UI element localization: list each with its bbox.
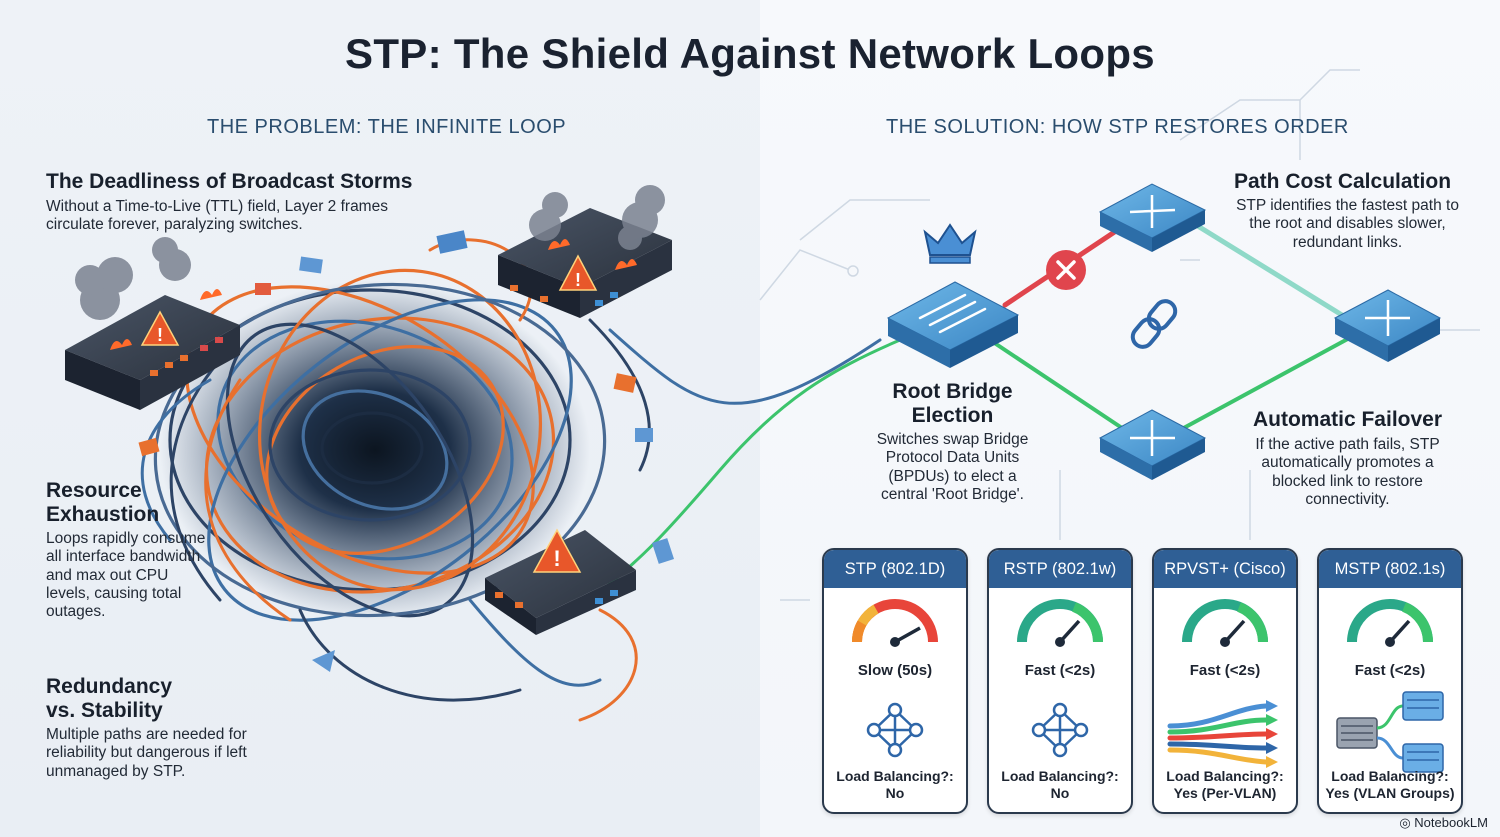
brand-text: NotebookLM [1414,815,1488,830]
problem-heading: THE PROBLEM: THE INFINITE LOOP [207,116,567,138]
load-balancing-label: Load Balancing?: [1166,768,1284,784]
resource-exhaustion-title: Resource Exhaustion [46,479,160,526]
svg-text:!: ! [553,546,560,571]
speedometer-fast-icon [1167,599,1278,768]
load-balancing-value: No [1050,784,1070,801]
overheating-switch-bottom: ! [485,528,636,635]
load-balancing-label: Load Balancing?: [836,768,954,784]
card-speed: Fast (<2s) [1354,662,1426,679]
crown-icon [923,223,977,264]
path-cost-title: Path Cost Calculation [1234,170,1452,193]
multi-arrow-icon [1167,703,1269,765]
protocol-card-rpvst: RPVST+ (Cisco) Fast (<2s) Load Balancing… [1152,548,1298,814]
protocol-card-mstp: MSTP (802.1s) Fast (<2s) Load Balancing?… [1317,548,1463,814]
card-speed: Fast (<2s) [1024,662,1096,679]
speedometer-slow-icon [851,599,938,758]
redundancy-title: Redundancy vs. Stability [46,675,173,722]
card-load-balancing: Load Balancing?: Yes (Per-VLAN) [1154,768,1296,802]
overheating-switch-top: ! [498,185,672,318]
blocked-link-icon [1046,250,1086,290]
brand-label: ◎ NotebookLM [1399,815,1488,831]
load-balancing-value: Yes (Per-VLAN) [1173,784,1277,801]
svg-text:!: ! [157,325,163,345]
card-load-balancing: Load Balancing?: Yes (VLAN Groups) [1319,768,1461,802]
card-title: RSTP (802.1w) [989,550,1131,588]
circuit-lines [759,69,1480,700]
notebook-logo-icon: ◎ [1399,815,1411,830]
chain-link-icon [1130,299,1178,349]
load-balancing-value: Yes (VLAN Groups) [1325,784,1455,801]
protocol-card-rstp: RSTP (802.1w) Fast (<2s) Load Balancing?… [987,548,1133,814]
broadcast-storms-text: Without a Time-to-Live (TTL) field, Laye… [46,198,388,234]
vlan-group-icon [1336,691,1444,773]
root-bridge-title: Root Bridge Election [892,380,1013,427]
flying-frames [138,230,675,672]
card-load-balancing: Load Balancing?: No [824,768,966,802]
failover-title: Automatic Failover [1252,408,1443,431]
redundancy-text: Multiple paths are needed for reliabilit… [46,726,247,780]
speedometer-fast-icon [1336,599,1444,773]
load-balancing-value: No [885,784,905,801]
solution-heading: THE SOLUTION: HOW STP RESTORES ORDER [886,116,1349,138]
root-bridge-text: Switches swap Bridge Protocol Data Units… [876,431,1029,503]
load-balancing-label: Load Balancing?: [1001,768,1119,784]
card-speed: Slow (50s) [857,662,933,679]
switch-far-right [1333,289,1442,362]
svg-text:!: ! [575,270,581,290]
mesh-node-icon [1031,702,1089,758]
resource-exhaustion-text: Loops rapidly consume all interface band… [46,530,206,621]
switch-top-right [1098,183,1207,252]
card-speed: Fast (<2s) [1189,662,1261,679]
root-bridge-switch [886,281,1020,368]
card-title: STP (802.1D) [824,550,966,588]
broadcast-storms-title: The Deadliness of Broadcast Storms [46,170,413,193]
failover-text: If the active path fails, STP automatica… [1255,436,1440,508]
card-title: RPVST+ (Cisco) [1154,550,1296,588]
path-cost-text: STP identifies the fastest path to the r… [1236,197,1459,251]
speedometer-fast-icon [1017,599,1103,758]
load-balancing-label: Load Balancing?: [1331,768,1449,784]
card-title: MSTP (802.1s) [1319,550,1461,588]
page-title: STP: The Shield Against Network Loops [345,30,1155,77]
mesh-node-icon [866,702,924,758]
cable-tangle [140,238,902,722]
switch-bottom-middle [1098,409,1207,480]
protocol-card-stp: STP (802.1D) Slow (50s) Load Balancing?:… [822,548,968,814]
overheating-switch-left: ! [65,237,240,410]
card-load-balancing: Load Balancing?: No [989,768,1131,802]
